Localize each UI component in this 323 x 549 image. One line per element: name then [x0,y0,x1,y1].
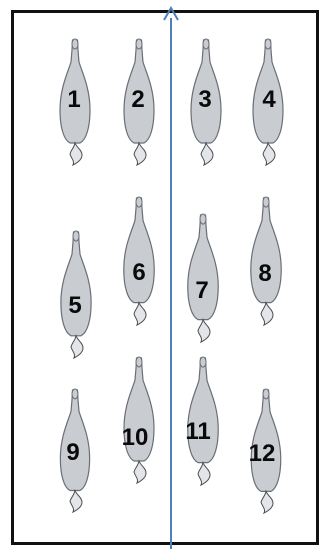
animal-label-9: 9 [66,441,79,465]
animal-head-icon [200,357,206,367]
animal-tail-icon [261,303,273,325]
animal-head-icon [263,389,269,399]
animal-tail-icon [134,143,146,165]
animal-tail-icon [71,336,83,358]
animal-label-3: 3 [198,88,211,112]
animal-head-icon [265,39,271,49]
direction-arrow [164,8,178,549]
animal-tail-icon [134,461,146,483]
animal-label-2: 2 [131,88,144,112]
animal-label-10: 10 [122,426,149,450]
animal-tail-icon [134,303,146,325]
animal-body-icon [124,198,154,303]
animal-tail-icon [201,143,213,165]
animal-head-icon [72,389,78,399]
animal-head-icon [136,357,142,367]
animal-head-icon [73,231,79,241]
animal-10 [124,357,154,483]
animal-tail-icon [70,143,82,165]
animal-label-1: 1 [67,88,80,112]
animal-tail-icon [263,143,275,165]
animal-head-icon [263,197,269,207]
animal-body-icon [61,232,91,336]
animal-head-icon [203,39,209,49]
animal-label-7: 7 [195,279,208,303]
animal-body-icon [188,358,218,463]
animal-head-icon [200,214,206,224]
animal-tail-icon [70,491,82,512]
animal-label-8: 8 [258,262,271,286]
animal-label-5: 5 [68,294,81,318]
animal-head-icon [136,197,142,207]
animal-label-4: 4 [262,88,275,112]
animal-label-6: 6 [132,261,145,285]
animal-head-icon [72,39,78,49]
animal-tail-icon [198,320,210,342]
animal-tail-icon [261,491,273,513]
animal-head-icon [136,39,142,49]
animal-label-12: 12 [249,442,276,466]
animal-tail-icon [198,463,210,485]
animal-label-11: 11 [185,420,210,444]
